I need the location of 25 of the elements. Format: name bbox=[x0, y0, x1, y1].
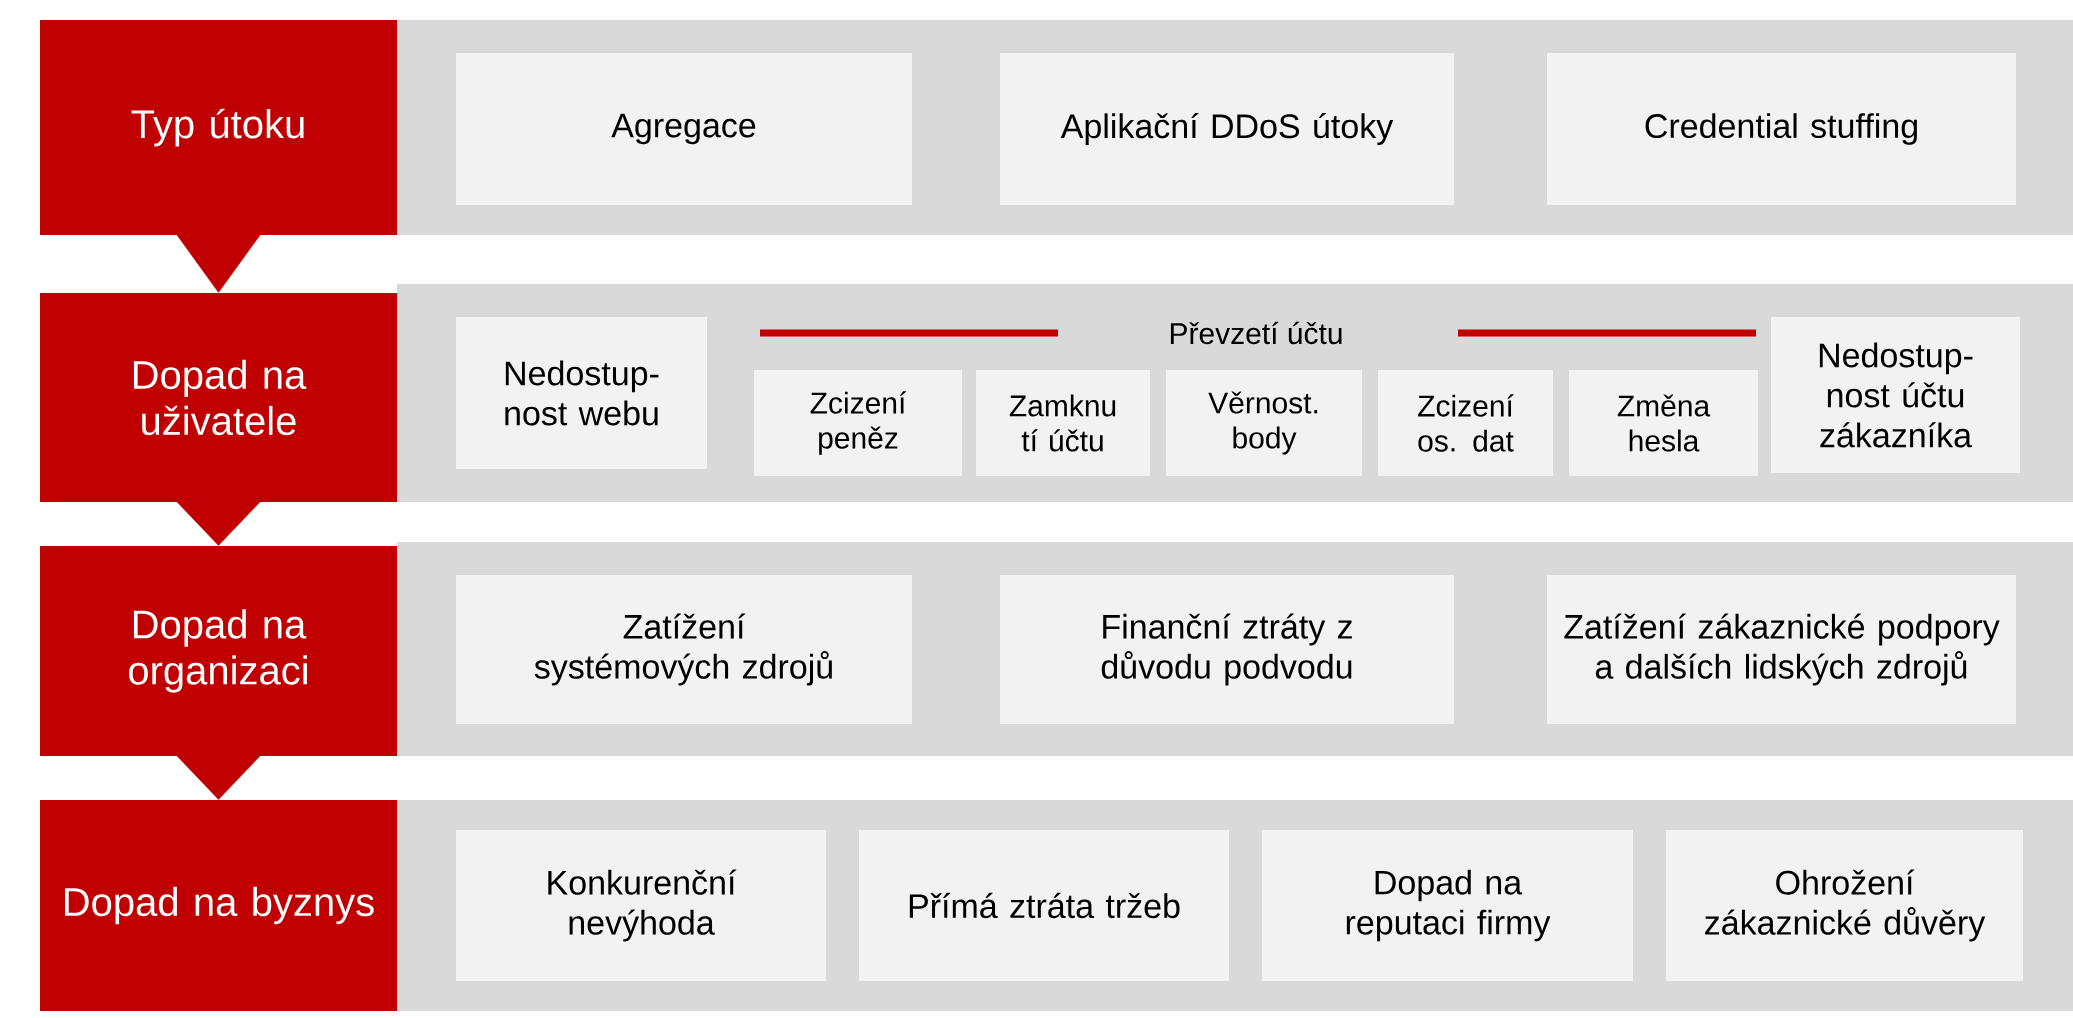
item-box: Finanční ztráty z důvodu podvodu bbox=[1000, 575, 1454, 724]
item-box: Zcizení peněz bbox=[754, 370, 962, 476]
item-box: Změna hesla bbox=[1569, 370, 1758, 476]
item-box: Zamknu tí účtu bbox=[976, 370, 1150, 476]
item-box: Přímá ztráta tržeb bbox=[859, 830, 1229, 981]
item-box: Zatížení zákaznické podpory a dalších lidských zdrojů bbox=[1547, 575, 2016, 724]
item-box: Konkurenční nevýhoda bbox=[456, 830, 826, 981]
item-box: Agregace bbox=[456, 53, 912, 205]
item-box: Nedostup-nost webu bbox=[456, 317, 707, 469]
item-box: Zatížení systémových zdrojů bbox=[456, 575, 912, 724]
item-box: Aplikační DDoS útoky bbox=[1000, 53, 1454, 205]
item-box: Věrnost. body bbox=[1166, 370, 1362, 476]
item-box: Credential stuffing bbox=[1547, 53, 2016, 205]
arrow bbox=[176, 755, 261, 800]
arrow bbox=[176, 501, 261, 546]
item-box: Ohrožení zákaznické důvěry bbox=[1666, 830, 2023, 981]
item-box: Zcizení os. dat bbox=[1378, 370, 1553, 476]
item-box: Dopad na reputaci firmy bbox=[1262, 830, 1633, 981]
stage-box: Dopad na uživatele bbox=[40, 293, 397, 502]
item-box: Nedostup-nost účtu zákazníka bbox=[1771, 317, 2020, 473]
stage-box: Dopad na byznys bbox=[40, 800, 397, 1011]
group-heading: Převzetí účtu bbox=[1162, 315, 1350, 351]
stage-box: Typ útoku bbox=[40, 20, 397, 235]
stage-box: Dopad na organizaci bbox=[40, 546, 397, 756]
arrow bbox=[176, 234, 261, 293]
